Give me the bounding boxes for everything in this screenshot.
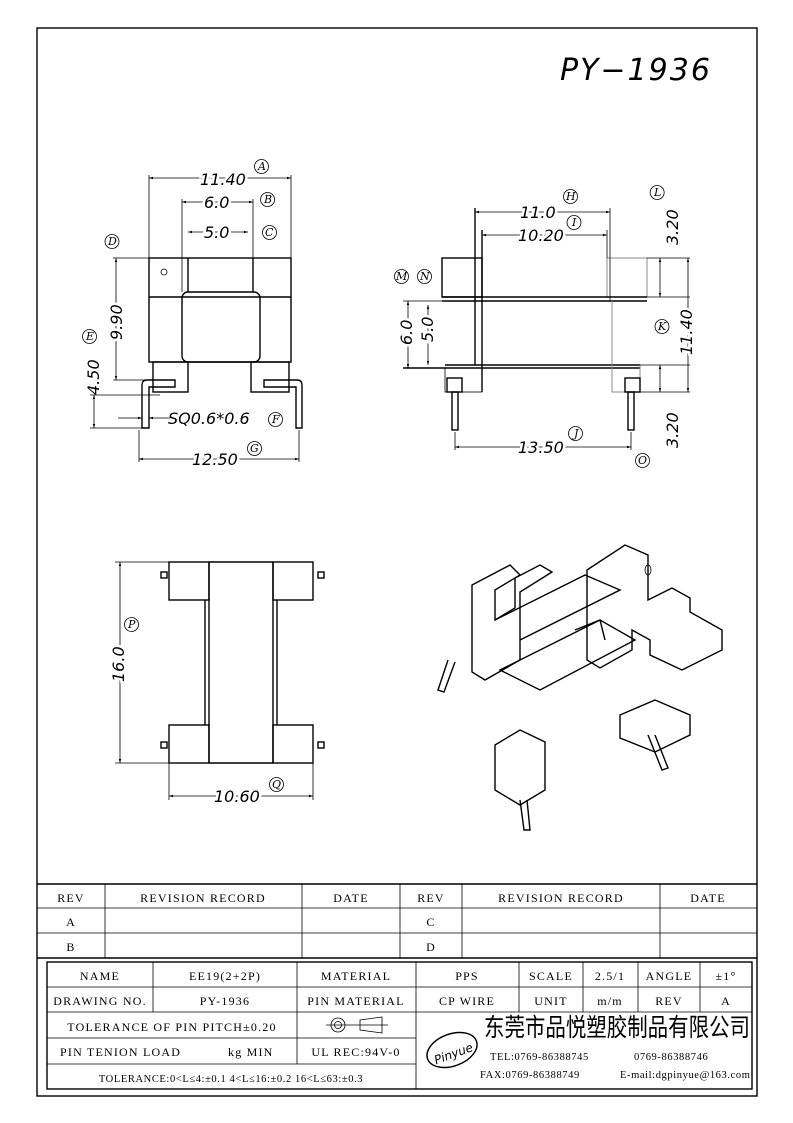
dim-height: 9.90 [107,304,126,340]
reference-circle [568,426,583,441]
front-view: 11.40 A 6.0 B 5.0 C D 9.90 E 4.50 SQ0.6*… [82,159,303,472]
dim-h: 11.0 [520,203,556,222]
dim-l: 3.20 [663,209,682,245]
rev-label: REV [655,994,683,1008]
pin-material-value: CP WIRE [439,994,495,1008]
reference-circle [394,269,409,284]
angle-value: ±1° [716,969,737,983]
drawing-no: PY-1936 [200,994,250,1008]
general-tolerance: TOLERANCE:0<L≤4:±0.1 4<L≤16:±0.2 16<L≤63… [99,1074,363,1085]
company-tel: TEL:0769-86388745 [490,1052,589,1063]
revision-record-header-2: REVISION RECORD [498,891,624,905]
rev-b: B [66,940,75,954]
label-l: L [653,186,661,199]
dim-b: 6.0 [204,193,229,212]
label-g: G [250,442,259,455]
reference-circle [566,215,582,230]
date-header-2: DATE [690,891,725,905]
projection-symbol-icon [326,1016,388,1034]
revision-table: REV REVISION RECORD DATE REV REVISION RE… [37,883,757,959]
label-k: K [657,320,667,333]
unit-label: UNIT [534,994,567,1008]
date-header: DATE [333,891,368,905]
reference-circle [417,269,432,284]
reference-circle [254,159,269,174]
reference-circle [247,441,262,456]
sheet-border [36,27,758,1097]
label-a: A [257,160,266,173]
logo-text: Pinyue [432,1040,475,1067]
rev-value: A [721,994,731,1008]
unit-value: m/m [597,994,623,1008]
rev-header: REV [57,891,85,905]
reference-circle [563,189,578,204]
angle-label: ANGLE [646,969,693,983]
reference-circle [260,192,275,207]
revision-record-header: REVISION RECORD [140,891,266,905]
reference-circle [124,617,139,632]
reference-circle [268,412,283,427]
dim-m: 6.0 [397,320,416,345]
part-name: EE19(2+2P) [189,969,261,983]
scale-label: SCALE [529,969,573,983]
reference-circle [104,234,120,249]
pin-pitch-tolerance: TOLERANCE OF PIN PITCH±0.20 [67,1020,276,1034]
bottom-view: 16.0 P 10.60 Q [107,561,325,809]
label-p: P [127,618,136,631]
reference-circle [635,453,650,468]
company-logo: Pinyue [426,1031,478,1069]
reference-circle [269,777,284,792]
dim-j: 13.50 [518,438,564,457]
company-email: E-mail:dgpinyue@163.com [620,1070,751,1081]
dim-pin-length: 4.50 [84,359,103,395]
dim-k: 11.40 [677,309,696,355]
label-b: B [263,193,272,206]
rev-a: A [66,915,76,929]
reference-circle [649,185,665,200]
label-f: F [271,413,280,426]
dim-a: 11.40 [200,170,246,189]
label-o: O [638,454,647,467]
label-d: D [107,235,117,248]
label-e: E [85,330,94,343]
drawing-no-label: DRAWING NO. [53,994,147,1008]
dim-o: 3.20 [663,412,682,448]
ul-rating: UL REC:94V-0 [311,1045,400,1059]
label-h: H [565,190,576,203]
label-j: J [572,427,579,440]
drawing-title: PY−1936 [560,53,712,88]
isometric-view [437,544,723,831]
reference-circle [654,319,670,334]
dim-p: 16.0 [109,646,128,682]
label-m: M [395,270,408,283]
label-c: C [265,226,274,239]
dim-pin-square: SQ0.6*0.6 [168,409,250,428]
side-view: 11.0 H 10.20 I M N 6.0 5.0 3.20 L 11.40 … [394,185,699,468]
dim-i: 10.20 [518,226,564,245]
rev-c: C [426,915,435,929]
dim-pitch: 12.50 [192,450,238,469]
label-i: I [571,216,577,229]
scale-value: 2.5/1 [595,969,625,983]
dim-q: 10.60 [214,787,260,806]
label-q: Q [272,778,281,791]
pin-load-unit: kg MIN [228,1045,274,1059]
company-fax: FAX:0769-86388749 [480,1070,580,1081]
title-block: NAME EE19(2+2P) MATERIAL PPS SCALE 2.5/1… [46,961,753,1090]
rev-d: D [426,940,436,954]
material-value: PPS [455,969,479,983]
company-tel-2: 0769-86388746 [634,1052,708,1063]
label-n: N [419,270,430,283]
rev-header-2: REV [417,891,445,905]
company-name: 东莞市品悦塑胶制品有限公司 [484,1013,750,1042]
pin-material-label: PIN MATERIAL [307,994,404,1008]
name-label: NAME [80,969,120,983]
pin-load-label: PIN TENION LOAD [60,1045,181,1059]
reference-circle [82,329,97,344]
material-label: MATERIAL [321,969,391,983]
reference-circle [262,225,277,240]
dim-c: 5.0 [204,223,229,242]
dim-n: 5.0 [418,317,437,342]
